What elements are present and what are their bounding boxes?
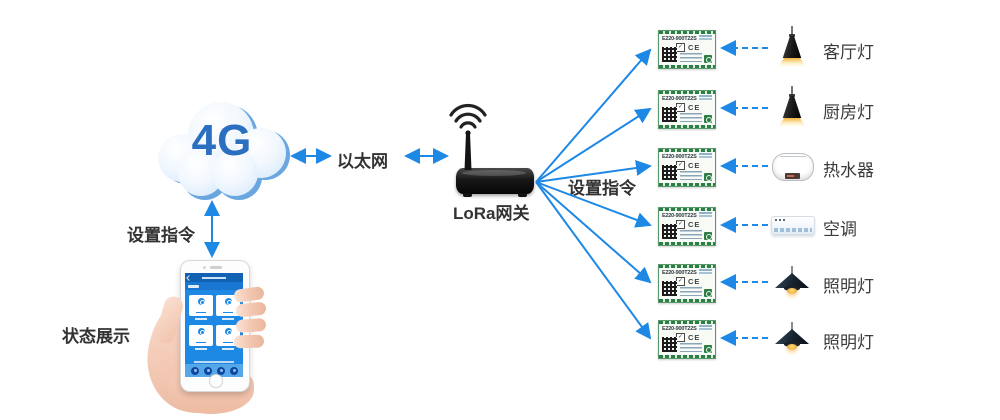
cone-lamp-icon (774, 322, 810, 352)
qr-code-icon (662, 281, 677, 296)
water-heater-icon (772, 153, 814, 181)
ce-mark: CE (688, 333, 701, 342)
cloud-4g-icon: 4G (158, 102, 290, 200)
ebyte-logo-icon (699, 153, 712, 159)
device-label-lamp-2: 照明灯 (823, 333, 874, 352)
ce-mark: CE (688, 277, 701, 286)
module-fine-print (680, 113, 702, 122)
tile-caption (195, 318, 207, 320)
lora-module-card: E220-900T22S ✓ CE (658, 148, 716, 187)
hand-finger (233, 334, 265, 349)
lora-module-card: E220-900T22S ✓ CE (658, 90, 716, 129)
qr-code-icon (662, 337, 677, 352)
module-model-label: E220-900T22S (662, 325, 697, 332)
lora-module-card: E220-900T22S ✓ CE (658, 320, 716, 359)
gateway-label: LoRa网关 (453, 204, 530, 223)
qr-code-icon (662, 165, 677, 180)
pendant-light-icon (776, 26, 808, 67)
nav-icon (204, 366, 212, 375)
wifi-signal-icon (449, 104, 487, 129)
arrow-gateway-module-1 (535, 48, 652, 183)
ethernet-label: 以太网 (337, 152, 388, 171)
arrow-gateway-module-6 (535, 181, 652, 340)
phone-home-button (209, 374, 223, 388)
ce-mark: CE (688, 103, 701, 112)
arrow-gateway-module-4 (535, 181, 652, 228)
switch-icon (224, 328, 232, 335)
ebyte-logo-icon (699, 95, 712, 101)
device-label-air-conditioner: 空调 (823, 220, 857, 239)
gateway-command-label: 设置指令 (568, 179, 636, 198)
arrow-gateway-module-2 (535, 107, 652, 183)
ce-mark: CE (688, 220, 701, 229)
antenna-pad-icon (704, 345, 712, 353)
pendant-light-icon (776, 86, 808, 127)
ebyte-logo-icon (699, 212, 712, 218)
nav-icon (191, 366, 199, 375)
arrow-gateway-module-3 (535, 160, 652, 183)
arrow-gateway-module-5 (535, 181, 652, 284)
cone-lamp-icon (774, 266, 810, 296)
app-subheader (185, 282, 243, 290)
ebyte-logo-icon (699, 269, 712, 275)
smartphone (180, 260, 250, 392)
ebyte-logo-icon (699, 35, 712, 41)
air-conditioner-icon (771, 216, 815, 235)
antenna-pad-icon (704, 115, 712, 123)
tile-caption (195, 348, 207, 350)
qr-code-icon (662, 107, 677, 122)
module-model-label: E220-900T22S (662, 269, 697, 276)
device-label-kitchen-light: 厨房灯 (823, 103, 874, 122)
device-label-lamp-1: 照明灯 (823, 277, 874, 296)
module-model-label: E220-900T22S (662, 153, 697, 160)
nav-icon (217, 366, 225, 375)
ebyte-logo-icon (699, 325, 712, 331)
device-label-water-heater: 热水器 (823, 161, 874, 180)
ce-mark: CE (688, 161, 701, 170)
antenna-pad-icon (704, 173, 712, 181)
module-fine-print (680, 343, 702, 352)
app-nav-bar (185, 364, 243, 377)
antenna-pad-icon (704, 55, 712, 63)
module-model-label: E220-900T22S (662, 35, 697, 42)
module-fine-print (680, 230, 702, 239)
app-tile (189, 295, 213, 316)
back-icon (186, 275, 192, 281)
module-model-label: E220-900T22S (662, 212, 697, 219)
tile-caption (222, 348, 234, 350)
cloud-4g-label: 4G (191, 116, 253, 165)
antenna-icon (464, 130, 472, 170)
phone-command-label: 设置指令 (127, 226, 195, 245)
phone-speaker (210, 266, 222, 269)
antenna-pad-icon (704, 232, 712, 240)
device-label-living-room-light: 客厅灯 (823, 43, 874, 62)
phone-screen (185, 273, 243, 377)
lora-gateway-icon (456, 168, 534, 197)
module-fine-print (680, 53, 702, 62)
module-fine-print (680, 287, 702, 296)
tile-caption (222, 318, 234, 320)
switch-icon (224, 298, 232, 305)
phone-camera (203, 266, 206, 269)
lora-module-card: E220-900T22S ✓ CE (658, 264, 716, 303)
lora-module-card: E220-900T22S ✓ CE (658, 30, 716, 69)
module-fine-print (680, 171, 702, 180)
switch-icon (197, 328, 205, 335)
switch-icon (197, 298, 205, 305)
app-header (185, 273, 243, 282)
lora-module-card: E220-900T22S ✓ CE (658, 207, 716, 246)
hand-finger (235, 317, 267, 334)
app-tile (189, 325, 213, 346)
module-model-label: E220-900T22S (662, 95, 697, 102)
antenna-pad-icon (704, 289, 712, 297)
nav-icon (230, 366, 238, 375)
qr-code-icon (662, 224, 677, 239)
app-note-text (194, 361, 234, 363)
status-display-label: 状态展示 (62, 327, 130, 346)
qr-code-icon (662, 47, 677, 62)
ce-mark: CE (688, 43, 701, 52)
app-tile (216, 295, 240, 316)
